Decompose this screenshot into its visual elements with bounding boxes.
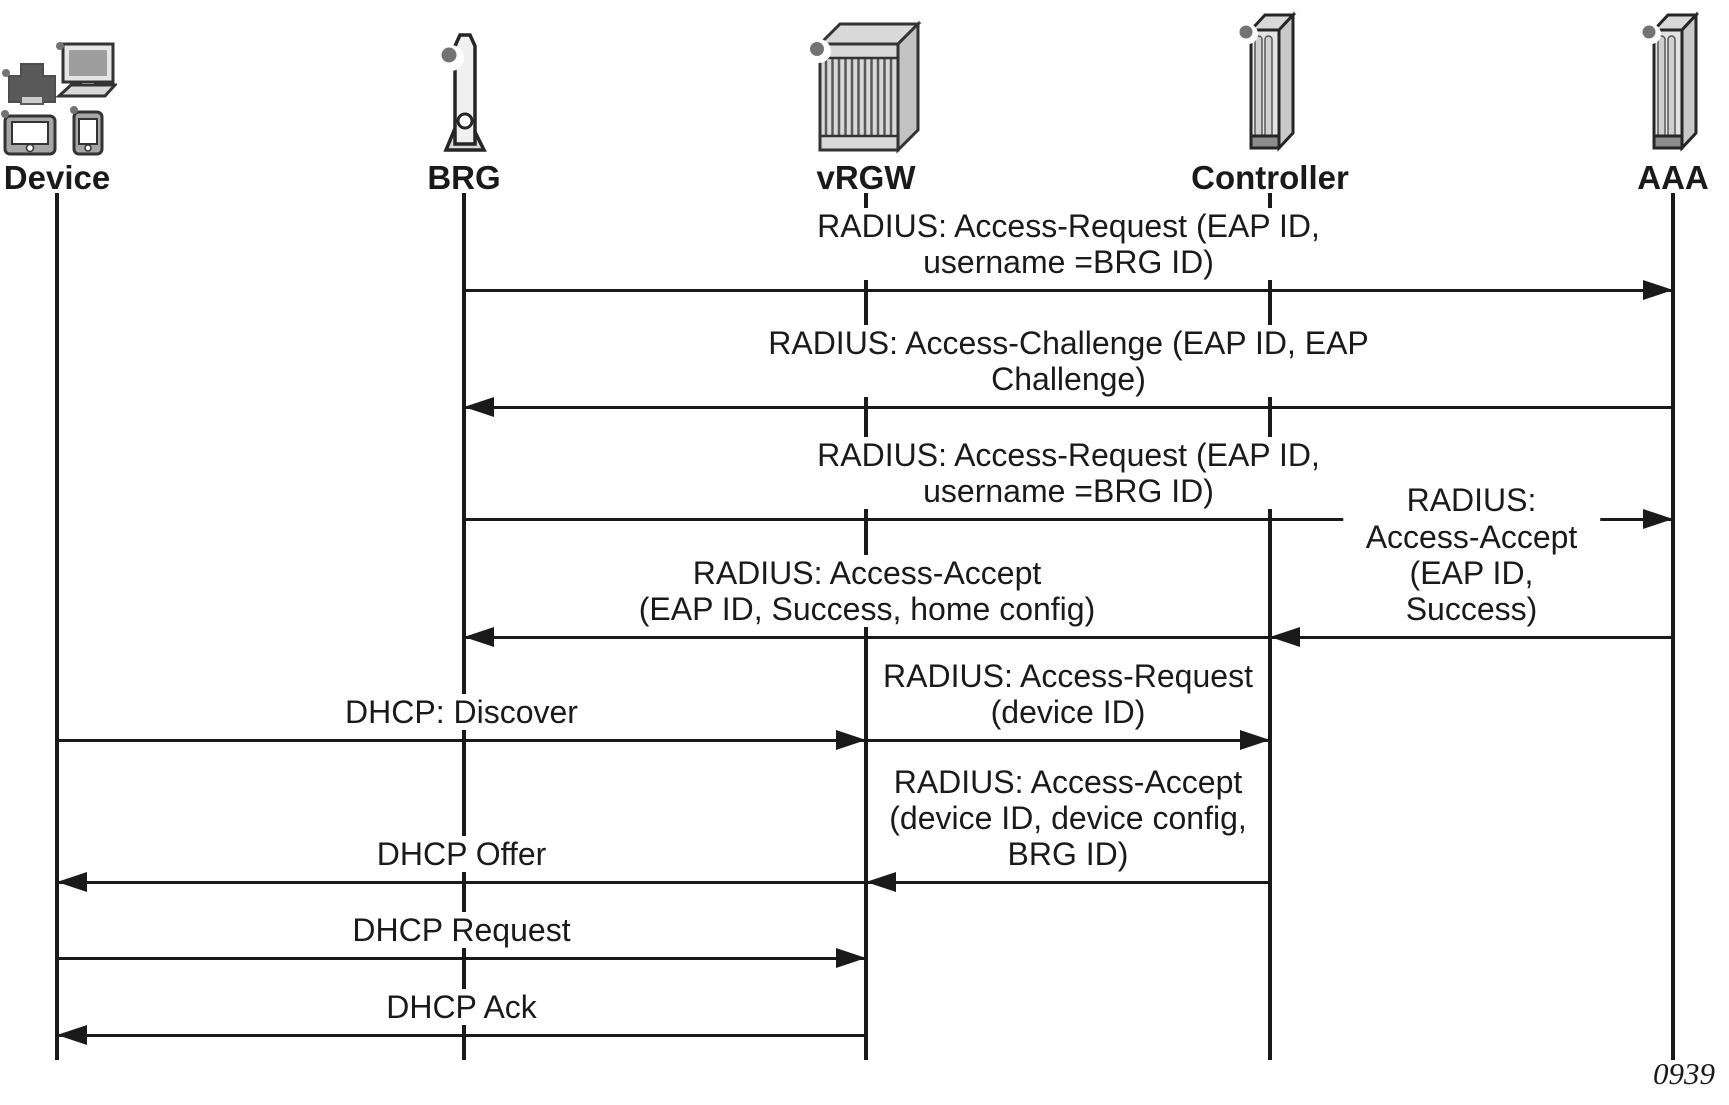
- message-line-10: [57, 1034, 866, 1037]
- message-line-9: [57, 957, 866, 960]
- message-line-2: [464, 518, 1673, 521]
- message-label-6: RADIUS: Access-Request (device ID): [875, 657, 1261, 730]
- message-label-9: DHCP Request: [344, 911, 579, 948]
- message-line-7: [57, 881, 866, 884]
- actor-label-aaa: AAA: [1637, 159, 1709, 196]
- gateway-hole: [456, 112, 474, 130]
- message-label-1: RADIUS: Access-Challenge (EAP ID, EAP Ch…: [738, 324, 1399, 397]
- server-tower-icon: [1237, 0, 1303, 158]
- message-line-4: [1270, 636, 1673, 639]
- tower-side: [1680, 11, 1698, 152]
- chassis-icon: [808, 0, 924, 158]
- actor-controller: Controller: [1130, 0, 1410, 196]
- arrowhead-icon: [464, 627, 494, 647]
- device-cluster-icon: [1, 42, 117, 156]
- actor-vrgw: vRGW: [726, 0, 1006, 196]
- lifeline-brg: [462, 193, 466, 1060]
- actor-device: Device: [0, 0, 197, 196]
- lifeline-device: [55, 193, 59, 1060]
- tower-dot: [1642, 25, 1656, 39]
- actor-label-brg: BRG: [427, 159, 501, 196]
- arrowhead-icon: [464, 397, 494, 417]
- residential-gateway-icon: [438, 33, 487, 152]
- message-label-2: RADIUS: Access-Request (EAP ID, username…: [738, 436, 1399, 509]
- arrowhead-icon: [1643, 509, 1673, 529]
- device-cluster-icon: [0, 0, 117, 158]
- lifeline-controller: [1268, 193, 1272, 1060]
- keyboard: [55, 83, 117, 98]
- phone-screen: [78, 118, 98, 145]
- server-tower-icon: [1640, 0, 1706, 158]
- message-line-0: [464, 289, 1673, 292]
- arrowhead-icon: [1643, 280, 1673, 300]
- actor-label-vrgw: vRGW: [816, 159, 916, 196]
- message-label-7: DHCP Offer: [368, 835, 555, 872]
- message-line-6: [866, 739, 1270, 742]
- arrowhead-icon: [57, 1025, 87, 1045]
- arrowhead-icon: [866, 872, 896, 892]
- message-line-3: [464, 636, 1270, 639]
- arrowhead-icon: [57, 872, 87, 892]
- actor-label-controller: Controller: [1191, 159, 1349, 196]
- printer-dot: [2, 69, 10, 77]
- phone-button: [84, 144, 92, 152]
- printer-tray: [20, 95, 44, 105]
- tower-slat: [1657, 35, 1666, 139]
- message-label-5: DHCP: Discover: [337, 693, 586, 730]
- tower-base: [1652, 134, 1684, 150]
- tower-dot: [1239, 25, 1253, 39]
- arrowhead-icon: [836, 948, 866, 968]
- tablet-button: [25, 143, 35, 153]
- message-label-4: RADIUS: Access-Accept (EAP ID, Success): [1342, 482, 1601, 627]
- message-line-1: [464, 406, 1673, 409]
- tower-slat: [1264, 35, 1273, 139]
- actor-brg: BRG: [324, 0, 604, 196]
- phone-dot: [70, 106, 78, 114]
- residential-gateway-icon: [418, 0, 510, 158]
- message-line-5: [57, 739, 866, 742]
- message-line-8: [866, 881, 1270, 884]
- arrowhead-icon: [836, 730, 866, 750]
- arrowhead-icon: [1240, 730, 1270, 750]
- message-label-10: DHCP Ack: [378, 988, 545, 1025]
- chassis-side: [896, 20, 920, 154]
- monitor-screen: [69, 50, 107, 76]
- lifeline-aaa: [1671, 193, 1675, 1060]
- actor-aaa: AAA: [1533, 0, 1729, 196]
- tower-side: [1277, 11, 1295, 152]
- server-tower-icon: [1238, 11, 1297, 152]
- tower-slat: [1667, 35, 1676, 139]
- chassis-ribs: [824, 58, 893, 136]
- chassis-icon: [808, 20, 922, 154]
- figure-number: 0939: [1653, 1056, 1715, 1091]
- actor-label-device: Device: [3, 159, 111, 196]
- computer-dot: [56, 42, 64, 50]
- chassis-dot: [810, 42, 824, 56]
- tablet-dot: [1, 110, 9, 118]
- server-tower-icon: [1641, 11, 1700, 152]
- arrowhead-icon: [1270, 627, 1300, 647]
- message-label-3: RADIUS: Access-Accept (EAP ID, Success, …: [630, 554, 1104, 627]
- tablet-screen: [11, 121, 49, 145]
- tower-base: [1249, 134, 1281, 150]
- message-label-0: RADIUS: Access-Request (EAP ID, username…: [738, 207, 1399, 280]
- tower-slat: [1254, 35, 1263, 139]
- gateway-dot: [441, 47, 457, 63]
- message-label-8: RADIUS: Access-Accept (device ID, device…: [881, 763, 1255, 872]
